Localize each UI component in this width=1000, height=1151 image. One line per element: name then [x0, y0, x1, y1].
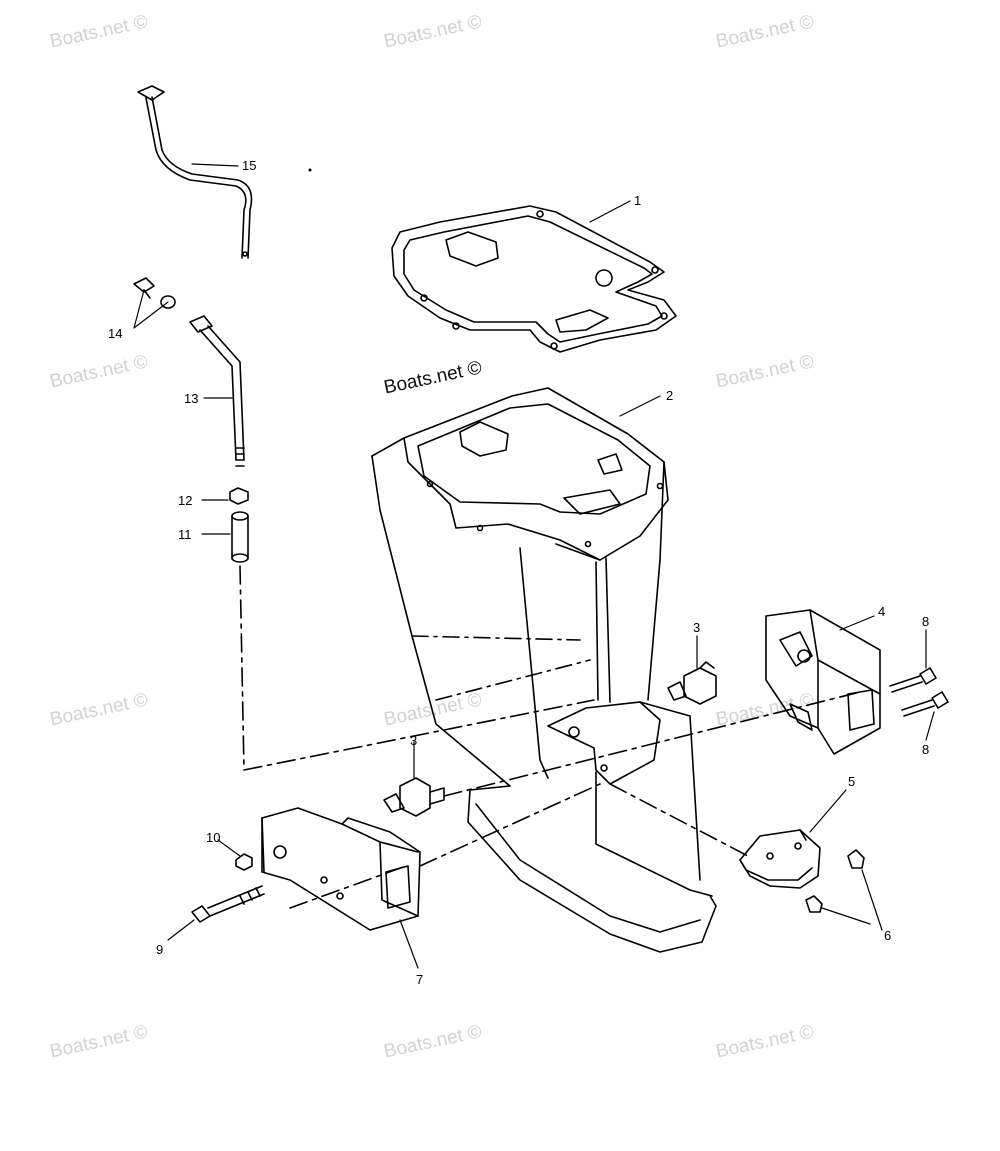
callout-2: 2: [666, 388, 673, 403]
long-bolt: [191, 885, 265, 923]
sleeve: [231, 511, 249, 563]
cover: [609, 783, 821, 889]
gasket: [391, 205, 677, 353]
callout-10: 10: [206, 830, 220, 845]
driveshaft-housing: [371, 387, 717, 953]
upper-mount-bracket: [765, 609, 881, 755]
stray-dot: [308, 168, 312, 172]
shift-rod-upper: [137, 85, 253, 259]
callout-12: 12: [178, 493, 192, 508]
rubber-mount-lower: [383, 777, 445, 817]
lower-mount-bracket: [261, 783, 601, 931]
screw-and-washer: [133, 277, 176, 309]
bolt-lower: [901, 691, 949, 717]
callout-5: 5: [848, 774, 855, 789]
callout-4: 4: [878, 604, 885, 619]
nut-small: [235, 853, 253, 871]
callout-13: 13: [184, 391, 198, 406]
callout-3-lower: 3: [410, 733, 417, 748]
callout-8-upper: 8: [922, 614, 929, 629]
rubber-mount-upper: [667, 661, 717, 705]
callout-15: 15: [242, 158, 256, 173]
callout-3-upper: 3: [693, 620, 700, 635]
shift-rod-lower: [189, 315, 245, 467]
callout-7: 7: [416, 972, 423, 987]
callout-11: 11: [178, 527, 192, 542]
callout-labels: 15 1 14 13 2 12 11 4 8 3 3 8 5 10 6 9 7: [108, 158, 929, 987]
nut: [229, 487, 249, 505]
callout-6: 6: [884, 928, 891, 943]
cover-screws: [805, 849, 865, 913]
callout-14: 14: [108, 326, 122, 341]
callout-8-lower: 8: [922, 742, 929, 757]
leader-lines: [133, 163, 935, 969]
callout-1: 1: [634, 193, 641, 208]
callout-9: 9: [156, 942, 163, 957]
bolt-upper: [889, 667, 937, 693]
